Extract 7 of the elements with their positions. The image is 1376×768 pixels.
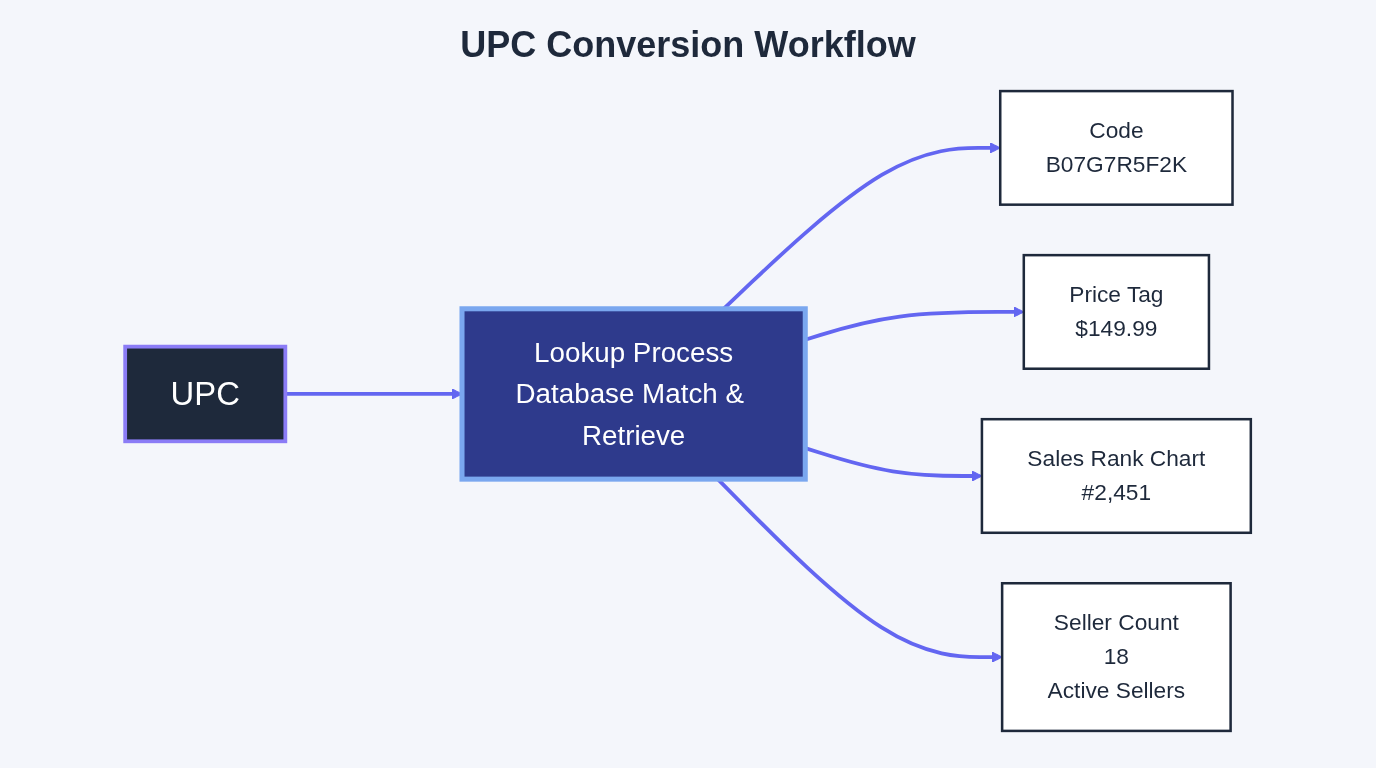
diagram-title: UPC Conversion Workflow [459,24,917,66]
node-box: Code B07G7R5F2K [998,89,1234,206]
node-box: Seller Count 18 Active Sellers [1000,582,1232,733]
node-box: UPC [123,344,288,444]
node-box: Price Tag $149.99 [1022,253,1211,370]
node-box: Lookup Process Database Match & Retrieve [459,306,808,482]
node-box: Sales Rank Chart #2,451 [980,417,1253,535]
